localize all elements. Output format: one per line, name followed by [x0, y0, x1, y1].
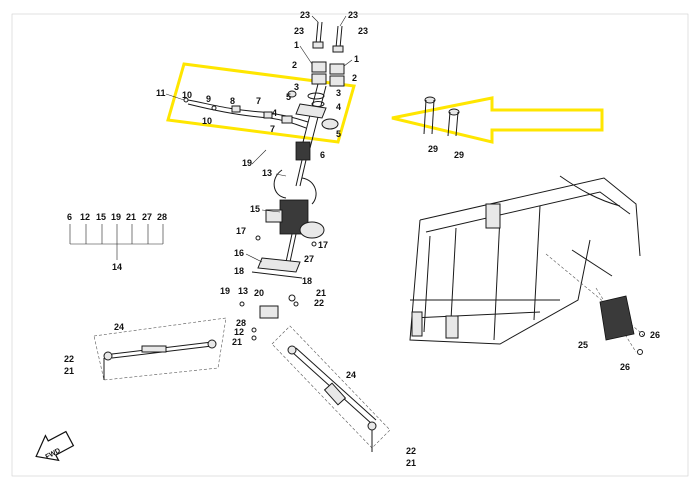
callout-23: 23	[348, 10, 358, 20]
callout-6: 6	[320, 150, 325, 160]
callout-12: 12	[234, 327, 244, 337]
callout-13: 13	[262, 168, 272, 178]
callout-26: 26	[620, 362, 630, 372]
callout-23: 23	[358, 26, 368, 36]
callout-19: 19	[220, 286, 230, 296]
callout-18: 18	[234, 266, 244, 276]
callout-2: 2	[352, 73, 357, 83]
callout-labels: 23 23 23 23 1 1 2 2 11 10 9 8 7 5 3 3 4 …	[44, 10, 660, 468]
callout-1: 1	[354, 54, 359, 64]
callout-15: 15	[250, 204, 260, 214]
callout-5: 5	[286, 92, 291, 102]
kit-member-19: 19	[111, 212, 121, 222]
ecu-module	[599, 295, 645, 355]
kit-legend-bracket	[69, 224, 164, 260]
vehicle-frame	[409, 175, 641, 353]
callout-27: 27	[304, 254, 314, 264]
callout-21: 21	[232, 337, 242, 347]
callout-3: 3	[336, 88, 341, 98]
lower-bracket	[239, 235, 317, 341]
callout-22: 22	[314, 298, 324, 308]
kit-member-12: 12	[80, 212, 90, 222]
callout-24: 24	[346, 370, 356, 380]
callout-4: 4	[272, 108, 277, 118]
callout-7: 7	[256, 96, 261, 106]
kit-member-6: 6	[67, 212, 72, 222]
leader-lines	[165, 15, 645, 337]
callout-4: 4	[336, 102, 341, 112]
callout-28: 28	[236, 318, 246, 328]
callout-20: 20	[254, 288, 264, 298]
callout-5: 5	[336, 129, 341, 139]
callout-17: 17	[318, 240, 328, 250]
kit-member-15: 15	[96, 212, 106, 222]
callout-18: 18	[302, 276, 312, 286]
tie-rod-left	[93, 317, 227, 381]
callout-9: 9	[206, 94, 211, 104]
callout-23: 23	[294, 26, 304, 36]
callout-11: 11	[156, 88, 166, 98]
callout-29: 29	[428, 144, 438, 154]
callout-1: 1	[294, 40, 299, 50]
callout-22: 22	[406, 446, 416, 456]
callout-3: 3	[294, 82, 299, 92]
callout-16: 16	[234, 248, 244, 258]
callout-8: 8	[230, 96, 235, 106]
highlight-frame	[166, 62, 356, 144]
callout-17: 17	[236, 226, 246, 236]
kit-member-28: 28	[157, 212, 167, 222]
callout-21: 21	[406, 458, 416, 468]
callout-2: 2	[292, 60, 297, 70]
callout-13: 13	[238, 286, 248, 296]
callout-22: 22	[64, 354, 74, 364]
callout-25: 25	[578, 340, 588, 350]
kit-member-27: 27	[142, 212, 152, 222]
tie-rod-right	[271, 325, 391, 452]
steering-column-upper	[287, 21, 345, 149]
page-frame	[11, 13, 689, 477]
callout-21: 21	[64, 366, 74, 376]
eps-motor-assembly	[265, 141, 325, 263]
callout-26: 26	[650, 330, 660, 340]
callout-10: 10	[182, 90, 192, 100]
callout-23: 23	[300, 10, 310, 20]
bolts-29	[423, 96, 460, 137]
fwd-arrow-icon	[35, 430, 75, 462]
callout-14: 14	[112, 262, 122, 272]
callout-29: 29	[454, 150, 464, 160]
callout-19: 19	[242, 158, 252, 168]
callout-10: 10	[202, 116, 212, 126]
callout-24: 24	[114, 322, 124, 332]
callout-7: 7	[270, 124, 275, 134]
wiring-harness	[183, 97, 309, 129]
direction-arrow-icon	[391, 96, 604, 144]
callout-21: 21	[316, 288, 326, 298]
kit-member-21: 21	[126, 212, 136, 222]
